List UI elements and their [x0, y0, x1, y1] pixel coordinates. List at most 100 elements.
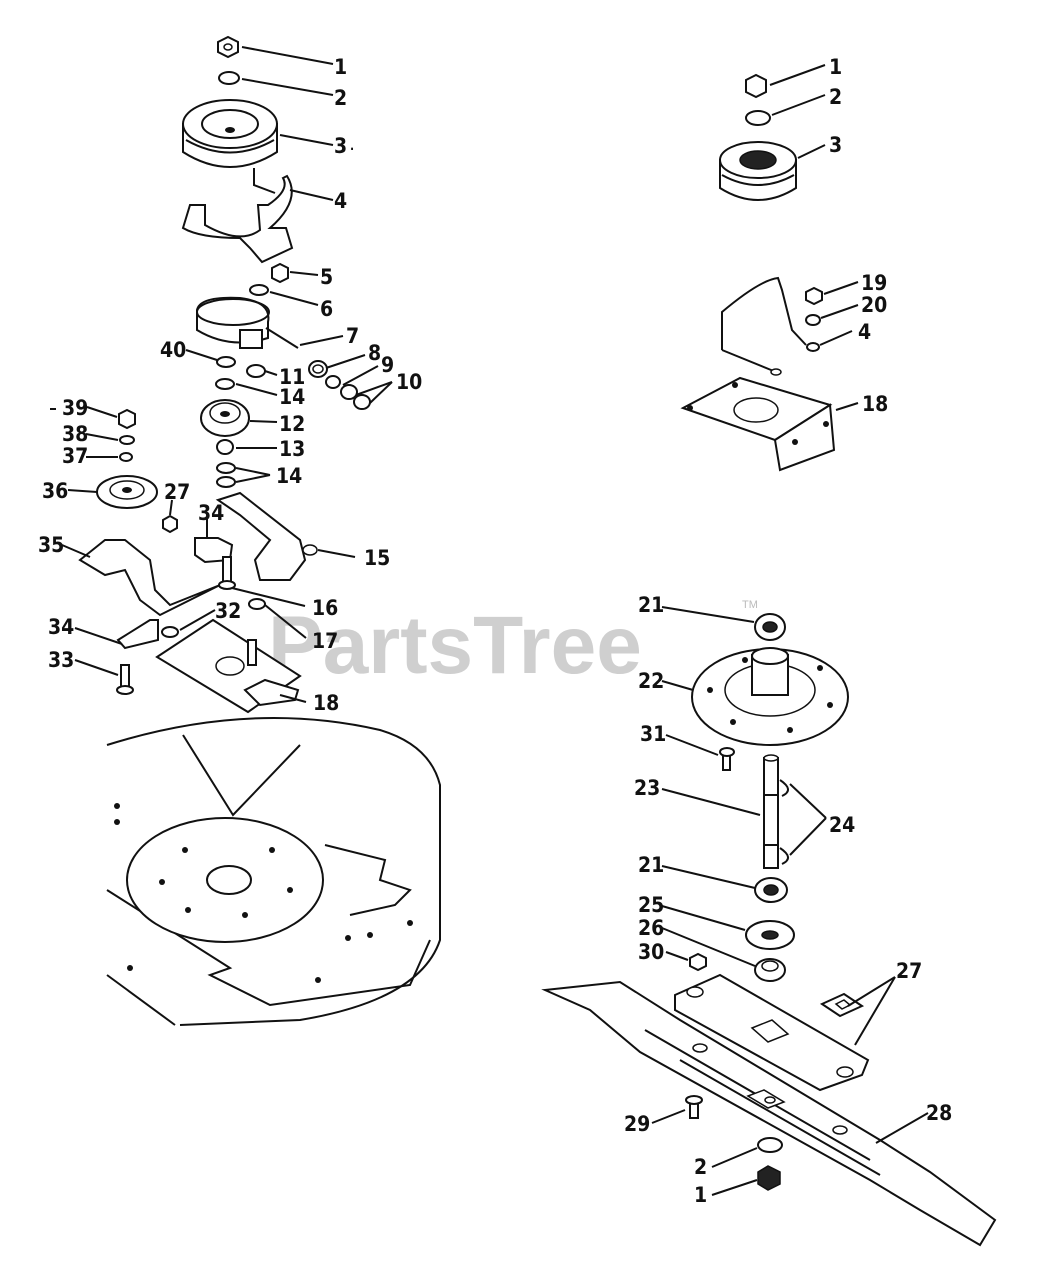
- callout-number: 30: [638, 940, 664, 964]
- spring-icon: [308, 360, 328, 378]
- callout-number: 17: [312, 629, 338, 653]
- callout-number: 40: [160, 338, 186, 362]
- callout-number: 22: [638, 669, 664, 693]
- washer-icon: [216, 476, 236, 488]
- pulley-icon: [719, 141, 797, 201]
- washer-icon: [161, 626, 179, 638]
- callout-number: 33: [48, 648, 74, 672]
- callout-number: 14: [279, 385, 305, 409]
- bracket-icon: [674, 973, 870, 1092]
- hex-nut-icon: [689, 952, 707, 972]
- callout-number: 14: [276, 464, 302, 488]
- hex-nut-icon: [271, 262, 289, 284]
- washer-icon: [216, 356, 236, 368]
- washer-icon: [246, 364, 266, 378]
- blade-icon: [541, 980, 997, 1247]
- bolt-icon: [116, 664, 134, 695]
- callout-number: 31: [640, 722, 666, 746]
- callout-number: 39: [62, 396, 88, 420]
- washer-icon: [248, 598, 266, 610]
- washer-icon: [119, 435, 135, 445]
- callout-number: 2: [694, 1155, 707, 1179]
- callout-number: 3: [334, 134, 347, 158]
- callout-number: 4: [858, 320, 871, 344]
- callout-number: 3: [829, 133, 842, 157]
- bearing-icon: [754, 613, 786, 641]
- callout-number: 29: [624, 1112, 650, 1136]
- right-top-callouts: 1 2 3 19 20 4 18: [829, 55, 888, 416]
- spindle-icon: [763, 754, 789, 869]
- bolt-icon: [719, 747, 735, 771]
- washer-icon: [249, 284, 269, 296]
- hex-nut-icon: [353, 394, 371, 410]
- hex-nut-icon: [217, 35, 239, 59]
- callout-number: 26: [638, 916, 664, 940]
- callout-number: 11: [279, 365, 305, 389]
- washer-icon: [218, 71, 240, 85]
- pulley-icon: [96, 475, 158, 509]
- bracket-icon: [196, 296, 299, 349]
- hex-nut-icon: [118, 408, 136, 430]
- washer-icon: [805, 314, 821, 326]
- hex-nut-icon: [757, 1165, 781, 1191]
- callout-number: 28: [926, 1101, 952, 1125]
- watermark-text: PartsTree: [268, 600, 642, 691]
- washer-icon: [119, 452, 133, 462]
- callout-number: 9: [381, 353, 394, 377]
- bolt-icon: [685, 1095, 703, 1119]
- washer-icon: [757, 1137, 783, 1153]
- callout-number: 7: [346, 324, 359, 348]
- hex-nut-icon: [162, 514, 178, 534]
- callout-number: 15: [364, 546, 390, 570]
- callout-number: 1: [829, 55, 842, 79]
- washer-icon: [806, 342, 820, 352]
- deck-icon: [106, 717, 441, 1026]
- bolt-icon: [218, 556, 236, 590]
- bracket-icon: [116, 619, 159, 650]
- hex-nut-icon: [340, 384, 358, 400]
- washer-icon: [216, 462, 236, 474]
- hex-nut-icon: [325, 375, 341, 389]
- callout-number: 35: [38, 533, 64, 557]
- callout-number: 21: [638, 853, 664, 877]
- leader-lines: [61, 46, 929, 1196]
- callout-number: 1: [694, 1183, 707, 1207]
- washer-icon: [819, 992, 865, 1018]
- pulley-icon: [200, 399, 250, 437]
- right-bottom-parts: [541, 613, 997, 1247]
- callout-number: 19: [861, 271, 887, 295]
- bracket-icon: [78, 539, 221, 617]
- callout-number: 1: [334, 55, 347, 79]
- callout-number: 4: [334, 189, 347, 213]
- callout-number: 13: [279, 437, 305, 461]
- pulley-icon: [182, 99, 278, 168]
- callout-number: 5: [320, 265, 333, 289]
- bracket-icon: [680, 376, 836, 472]
- bracket-icon: [721, 276, 807, 376]
- washer-icon: [745, 110, 771, 126]
- callout-number: 18: [313, 691, 339, 715]
- callout-number: 37: [62, 444, 88, 468]
- bracket-icon: [155, 618, 302, 714]
- callout-number: 2: [829, 85, 842, 109]
- callout-number: 20: [861, 293, 887, 317]
- bracket-icon: [181, 168, 294, 264]
- washer-icon: [216, 439, 234, 455]
- hex-nut-icon: [805, 286, 823, 306]
- callout-number: 10: [396, 370, 422, 394]
- mark-dash: .: [350, 139, 354, 153]
- right-bottom-callouts: 21 22 31 23 24 21 25 26 30 27 28 29 2 1: [624, 593, 952, 1207]
- callout-number: 27: [896, 959, 922, 983]
- callout-number: 16: [312, 596, 338, 620]
- bearing-icon: [754, 877, 788, 903]
- callout-number: 36: [42, 479, 68, 503]
- left-assembly-parts: [78, 35, 371, 714]
- callout-number: 12: [279, 412, 305, 436]
- callout-number: 32: [215, 599, 241, 623]
- hex-nut-icon: [754, 958, 786, 982]
- callout-number: 24: [829, 813, 855, 837]
- right-top-parts: [680, 73, 836, 472]
- spindle-icon: [691, 647, 849, 746]
- washer-icon: [215, 378, 235, 390]
